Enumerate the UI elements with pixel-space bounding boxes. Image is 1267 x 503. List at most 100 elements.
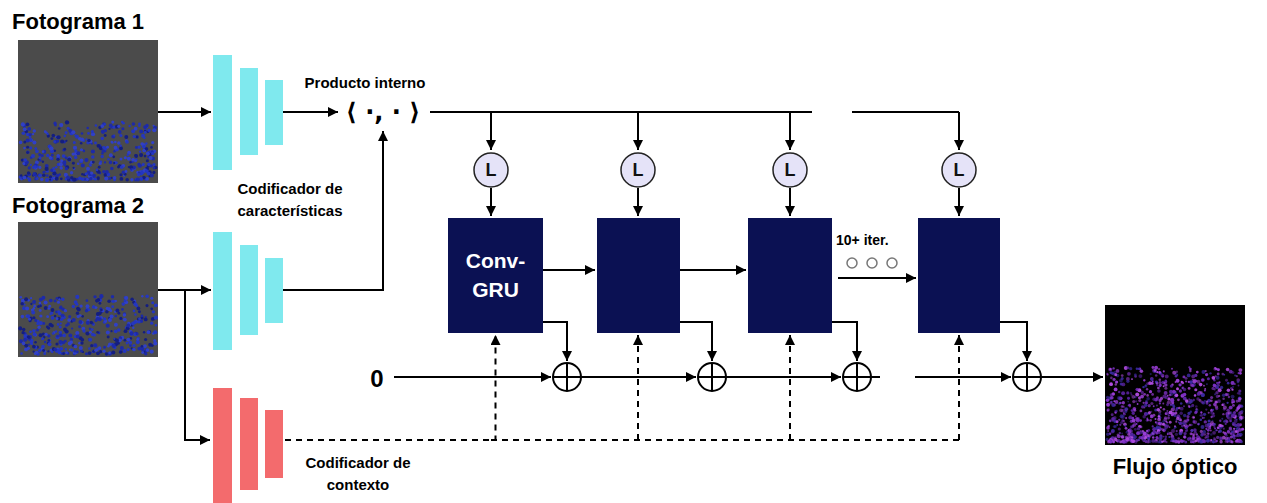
pixel-dot xyxy=(1231,430,1234,433)
pixel-dot xyxy=(73,352,76,355)
pixel-dot xyxy=(80,341,83,344)
pixel-dot xyxy=(152,128,156,132)
pixel-dot xyxy=(140,178,143,181)
pixel-dot xyxy=(87,179,90,182)
pixel-dot xyxy=(1128,416,1131,419)
operator-symbol: ⟨ ·, · ⟩ xyxy=(341,95,425,130)
pixel-dot xyxy=(119,146,123,150)
pixel-dot xyxy=(1232,404,1235,407)
pixel-dot xyxy=(95,299,99,303)
pixel-dot xyxy=(73,167,76,170)
pixel-dot xyxy=(1164,417,1168,421)
pixel-dot xyxy=(36,177,39,180)
pixel-dot xyxy=(92,306,95,309)
pixel-dot xyxy=(32,329,35,332)
pixel-dot xyxy=(1109,368,1112,371)
ellipsis-dot xyxy=(887,258,897,268)
pixel-dot xyxy=(142,164,144,166)
pixel-dot xyxy=(1232,386,1234,388)
pixel-dot xyxy=(1187,412,1190,415)
pixel-dot xyxy=(1215,440,1218,443)
pixel-dot xyxy=(1152,425,1154,427)
pixel-dot xyxy=(1109,401,1112,404)
pixel-dot xyxy=(1228,396,1230,398)
pixel-dot xyxy=(63,148,66,151)
pixel-dot xyxy=(85,172,88,175)
pixel-dot xyxy=(131,158,135,162)
pixel-dot xyxy=(101,155,104,158)
pixel-dot xyxy=(62,161,66,165)
pixel-dot xyxy=(25,307,29,311)
pixel-dot xyxy=(102,350,105,353)
pixel-dot xyxy=(136,332,139,335)
pixel-dot xyxy=(92,161,95,164)
pixel-dot xyxy=(1108,440,1111,443)
lookup-label: L xyxy=(954,161,965,179)
pixel-dot xyxy=(56,335,59,338)
pixel-dot xyxy=(1159,438,1162,441)
pixel-dot xyxy=(111,350,115,354)
pixel-dot xyxy=(119,158,122,161)
pixel-dot xyxy=(146,152,150,156)
lookup-label: L xyxy=(633,161,644,179)
pixel-dot xyxy=(1204,437,1206,439)
pixel-dot xyxy=(1126,431,1129,434)
encoder-layer xyxy=(213,55,232,170)
pixel-dot xyxy=(53,122,56,125)
pixel-dot xyxy=(1137,427,1141,431)
pixel-dot xyxy=(99,350,102,353)
pixel-dot xyxy=(77,308,81,312)
pixel-dot xyxy=(1112,441,1114,443)
ellipsis-dot xyxy=(867,258,877,268)
pixel-dot xyxy=(28,166,31,169)
pixel-dot xyxy=(33,332,37,336)
pixel-dot xyxy=(1183,420,1186,423)
pixel-dot xyxy=(1115,383,1118,386)
pixel-dot xyxy=(1225,440,1227,442)
lookup-outline xyxy=(773,153,807,187)
pixel-dot xyxy=(94,178,97,181)
pixel-dot xyxy=(1141,405,1144,408)
pixel-dot xyxy=(33,304,36,307)
pixel-dot xyxy=(1208,419,1211,422)
pixel-dot xyxy=(1108,368,1112,372)
pixel-dot xyxy=(1152,415,1154,417)
pixel-dot xyxy=(1107,408,1110,411)
pixel-dot xyxy=(30,297,32,299)
pixel-dot xyxy=(107,158,110,161)
pixel-dot xyxy=(147,330,151,334)
pixel-dot xyxy=(1223,374,1225,376)
pixel-dot xyxy=(1151,379,1153,381)
pixel-dot xyxy=(1227,382,1230,385)
pixel-dot xyxy=(1199,415,1201,417)
lookup-circle: L xyxy=(941,152,977,188)
pixel-dot xyxy=(1226,402,1228,404)
pixel-dot xyxy=(26,151,29,154)
pixel-dot xyxy=(63,328,67,332)
pixel-dot xyxy=(1216,436,1219,439)
pixel-dot xyxy=(1164,387,1167,390)
pixel-dot xyxy=(129,161,131,163)
pixel-dot xyxy=(136,135,139,138)
pixel-dot xyxy=(29,133,32,136)
pixel-dot xyxy=(118,130,122,134)
pixel-dot xyxy=(1152,369,1156,373)
pixel-dot xyxy=(74,350,76,352)
pixel-dot xyxy=(1140,395,1144,399)
node-heading: Fotograma 2 xyxy=(12,190,182,222)
pixel-dot xyxy=(1191,384,1194,387)
pixel-dot xyxy=(59,325,62,328)
pixel-dot xyxy=(18,326,22,330)
pixel-dot xyxy=(94,178,97,181)
pixel-dot xyxy=(1180,431,1183,434)
pixel-dot xyxy=(98,346,101,349)
pixel-dot xyxy=(126,338,130,342)
pixel-dot xyxy=(1214,428,1216,430)
pixel-dot xyxy=(1238,397,1241,400)
pixel-dot xyxy=(124,300,128,304)
pixel-dot xyxy=(1217,426,1220,429)
pixel-dot xyxy=(107,299,111,303)
encoder-layer xyxy=(213,388,232,503)
pixel-dot xyxy=(119,317,122,320)
pixel-dot xyxy=(1213,423,1216,426)
